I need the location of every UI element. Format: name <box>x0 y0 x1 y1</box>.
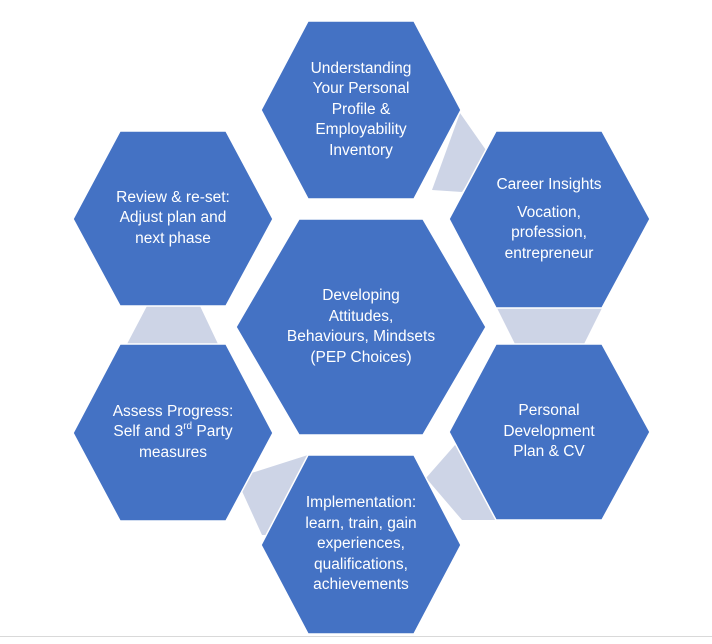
connector-lower-right-bottom <box>426 428 497 520</box>
hexagon-top <box>260 20 462 200</box>
page-bottom-rule <box>0 636 712 637</box>
hexagon-bottom <box>260 454 462 635</box>
hexagon-lower-right <box>448 343 651 521</box>
hexagon-upper-right <box>448 130 651 309</box>
connector-bottom-lower-left <box>236 455 308 535</box>
hexagon-center <box>235 218 487 436</box>
connector-lower-left-upper-left <box>127 306 218 344</box>
hexagon-upper-left <box>72 130 274 307</box>
connector-upper-right-lower-right <box>497 308 602 344</box>
hexagon-lower-left <box>72 343 274 522</box>
